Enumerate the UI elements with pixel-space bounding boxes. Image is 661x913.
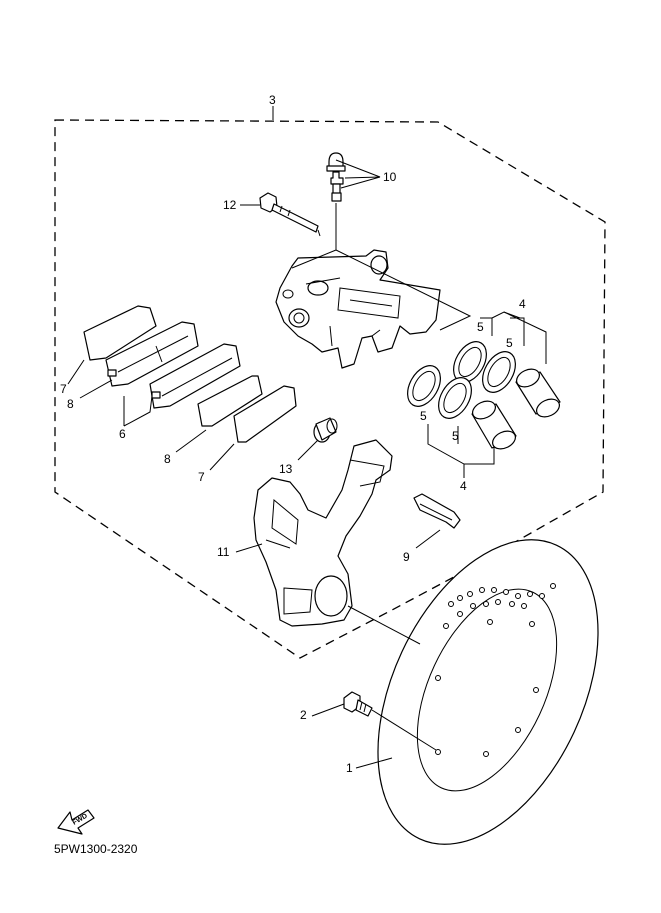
pad-right xyxy=(233,385,297,443)
shim-upper xyxy=(83,305,157,361)
callout-7-right: 7 xyxy=(198,470,205,484)
callout-10: 10 xyxy=(383,170,397,184)
piston-seals xyxy=(407,341,516,419)
caliper-pin-bolt xyxy=(259,192,319,233)
callout-6: 6 xyxy=(119,427,126,441)
callout-5-lower-right: 5 xyxy=(452,429,459,443)
callout-12: 12 xyxy=(223,198,237,212)
callout-8-left: 8 xyxy=(67,397,74,411)
caliper-assembly-boundary xyxy=(54,119,606,659)
pad-spring xyxy=(413,493,461,529)
callout-9: 9 xyxy=(403,550,410,564)
caliper-body xyxy=(275,249,441,369)
disc-bolt xyxy=(343,691,373,717)
diagram-code: 5PW1300-2320 xyxy=(54,842,138,856)
callout-4-upper: 4 xyxy=(519,297,526,311)
callout-5-upper-left: 5 xyxy=(477,320,484,334)
callout-5-upper-right: 5 xyxy=(506,336,513,350)
callout-3: 3 xyxy=(269,93,276,107)
callout-7-left: 7 xyxy=(60,382,67,396)
slide-boot xyxy=(313,417,338,443)
callout-2: 2 xyxy=(300,708,307,722)
callout-5-lower-left: 5 xyxy=(420,409,427,423)
callout-4-lower: 4 xyxy=(460,479,467,493)
brake-disc xyxy=(377,539,599,845)
caliper-bracket xyxy=(253,439,393,627)
callout-1: 1 xyxy=(346,761,353,775)
callout-8-right: 8 xyxy=(164,452,171,466)
pistons xyxy=(471,368,561,450)
pad-lower xyxy=(149,343,241,409)
callout-labels: 3 10 12 4 5 5 7 8 5 5 6 8 13 7 4 11 9 2 … xyxy=(60,93,526,775)
bleed-screw xyxy=(326,152,346,202)
shim-lower xyxy=(197,375,263,427)
callout-13: 13 xyxy=(279,462,293,476)
leader-lines xyxy=(67,106,547,769)
pad-upper xyxy=(105,321,199,387)
callout-11: 11 xyxy=(217,545,230,559)
forward-arrow-icon: FWD xyxy=(57,809,95,835)
